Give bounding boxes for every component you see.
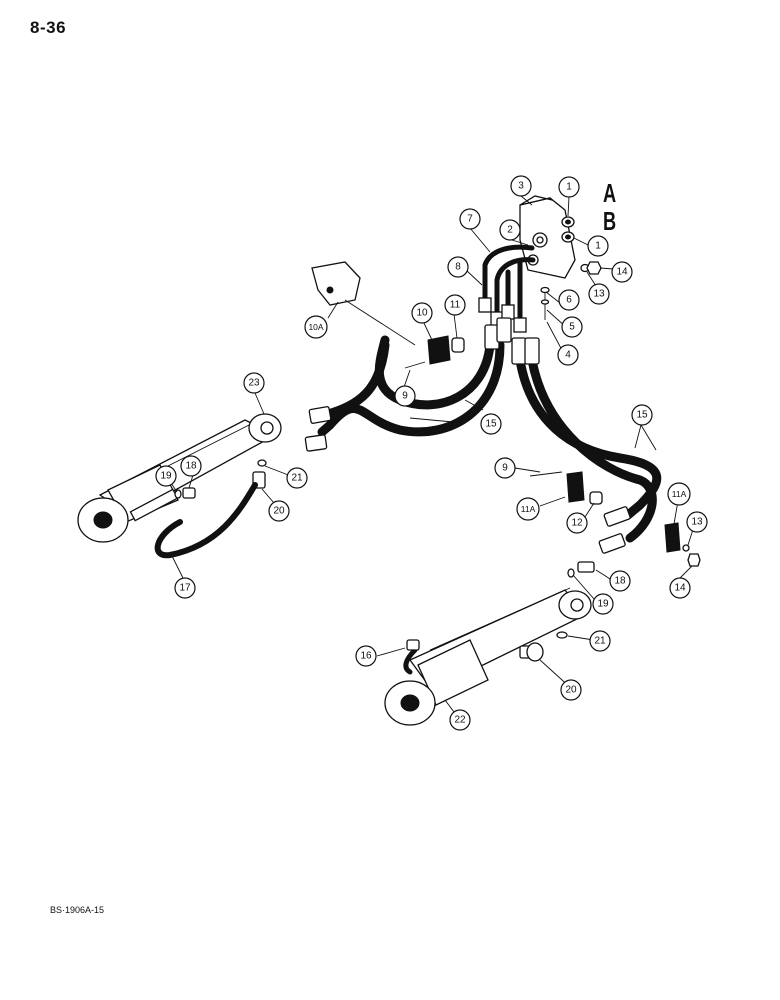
callout-21-lower: 21: [589, 630, 611, 652]
callout-19-lower: 19: [592, 593, 614, 615]
svg-text:18: 18: [614, 576, 626, 587]
svg-text:18: 18: [185, 461, 197, 472]
svg-text:12: 12: [571, 518, 583, 529]
svg-text:9: 9: [402, 391, 408, 402]
callout-2: 2: [499, 219, 521, 241]
callout-20-lower: 20: [560, 679, 582, 701]
svg-text:21: 21: [291, 473, 303, 484]
clamp-10a-detail: [311, 261, 416, 346]
figure-reference-code: BS·1906A-15: [50, 905, 105, 915]
callout-21-upper: 21: [286, 467, 308, 489]
port-label-a: A: [603, 178, 617, 208]
callout-13-upper: 13: [588, 283, 610, 305]
svg-text:6: 6: [566, 295, 572, 306]
svg-text:21: 21: [594, 636, 606, 647]
callout-9-upper: 9: [394, 385, 416, 407]
clamp-11a-12: [529, 471, 701, 567]
svg-text:1: 1: [595, 241, 601, 252]
callout-23: 23: [243, 372, 265, 394]
callout-13-lower: 13: [686, 511, 708, 533]
callout-19-upper: 19: [155, 465, 177, 487]
page-number: 8-36: [30, 18, 67, 37]
callout-5: 5: [561, 316, 583, 338]
svg-text:19: 19: [160, 471, 172, 482]
callout-10a: 10A: [304, 315, 328, 339]
callout-18-upper: 18: [180, 455, 202, 477]
svg-text:15: 15: [636, 410, 648, 421]
port-label-b: B: [603, 206, 617, 236]
svg-text:11: 11: [450, 300, 461, 311]
callout-12: 12: [566, 512, 588, 534]
callout-14-lower: 14: [669, 577, 691, 599]
svg-text:13: 13: [593, 289, 605, 300]
callout-17: 17: [174, 577, 196, 599]
callout-4: 4: [557, 344, 579, 366]
svg-text:10A: 10A: [308, 322, 323, 332]
callout-11: 11: [444, 294, 466, 316]
callout-11a-right: 11A: [667, 482, 691, 506]
svg-text:14: 14: [674, 583, 686, 594]
port-fittings: [561, 216, 575, 243]
hoses-15-left: [304, 317, 512, 452]
svg-text:20: 20: [273, 506, 285, 517]
svg-text:20: 20: [565, 685, 577, 696]
svg-text:14: 14: [616, 267, 628, 278]
svg-text:2: 2: [507, 225, 513, 236]
callout-20-upper: 20: [268, 500, 290, 522]
callout-8: 8: [447, 256, 469, 278]
callout-1-upper: 1: [558, 176, 580, 198]
callout-3: 3: [510, 175, 532, 197]
svg-text:10: 10: [416, 308, 428, 319]
svg-text:19: 19: [597, 599, 609, 610]
callout-22: 22: [449, 709, 471, 731]
svg-text:8: 8: [455, 262, 461, 273]
callout-15-left: 15: [480, 413, 502, 435]
fittings-16-18-19-21-lower: [403, 561, 595, 675]
svg-text:11A: 11A: [521, 504, 536, 514]
callout-1-lower: 1: [587, 235, 609, 257]
svg-text:1: 1: [566, 182, 572, 193]
svg-text:13: 13: [691, 517, 703, 528]
svg-text:15: 15: [485, 419, 497, 430]
svg-text:11A: 11A: [672, 489, 687, 499]
bolt-washer-4-5-6: [540, 286, 550, 320]
callout-15-right: 15: [631, 404, 653, 426]
cylinder-22: [384, 587, 592, 726]
callout-10: 10: [411, 302, 433, 324]
svg-text:23: 23: [248, 378, 260, 389]
svg-text:5: 5: [569, 322, 575, 333]
callout-14-upper: 14: [611, 261, 633, 283]
callout-18-lower: 18: [609, 570, 631, 592]
callout-11a-left: 11A: [516, 497, 540, 521]
washer-nut-13-14-upper: [580, 261, 602, 275]
svg-text:9: 9: [502, 463, 508, 474]
svg-text:16: 16: [360, 651, 372, 662]
callout-7: 7: [459, 208, 481, 230]
hoses-15-right: [511, 337, 662, 554]
svg-text:17: 17: [179, 583, 191, 594]
svg-text:7: 7: [467, 214, 473, 225]
svg-text:3: 3: [518, 181, 524, 192]
callout-6: 6: [558, 289, 580, 311]
svg-text:4: 4: [565, 350, 571, 361]
tube-17: [154, 482, 258, 559]
callout-9-lower: 9: [494, 457, 516, 479]
tube-lines: [478, 244, 536, 333]
clamp-10-11: [404, 335, 465, 369]
svg-text:22: 22: [454, 715, 466, 726]
callout-16: 16: [355, 645, 377, 667]
